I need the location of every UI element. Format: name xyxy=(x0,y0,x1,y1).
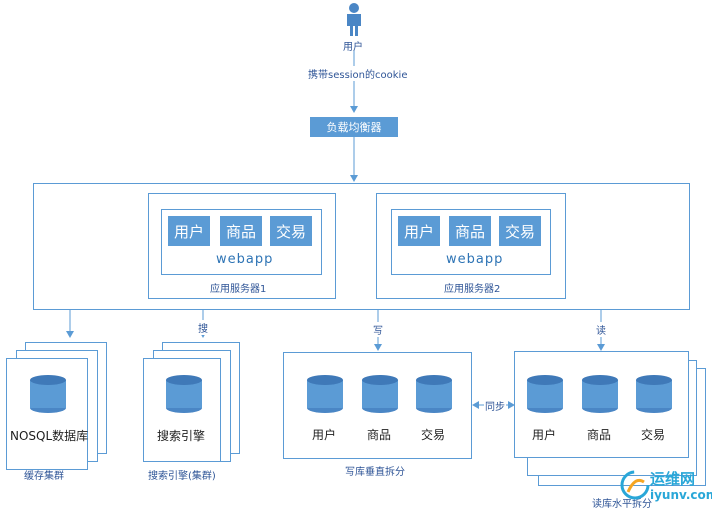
module-user-1: 用户 xyxy=(168,216,210,246)
read-db-caption: 读库水平拆分 xyxy=(592,499,652,510)
module-label: 商品 xyxy=(225,222,256,241)
read-db-user: 用户 xyxy=(532,428,557,442)
search-db-label: 搜索引擎 xyxy=(157,429,206,443)
sync-arrow-label: 同步 xyxy=(484,398,506,413)
module-trade-2: 交易 xyxy=(499,216,541,246)
webapp-label-1: webapp xyxy=(216,252,274,267)
load-balancer-label: 负载均衡器 xyxy=(326,121,382,134)
database-icon xyxy=(416,375,452,413)
load-balancer: 负载均衡器 xyxy=(310,117,398,137)
app-cluster xyxy=(33,183,690,310)
write-db-product: 商品 xyxy=(367,428,392,442)
database-icon xyxy=(307,375,343,413)
watermark-logo-icon xyxy=(620,470,650,500)
database-icon xyxy=(527,375,563,413)
module-user-2: 用户 xyxy=(398,216,440,246)
user-label: 用户 xyxy=(343,42,363,53)
watermark-en: iyunv.com xyxy=(650,488,712,502)
search-cluster-caption: 搜索引擎(集群) xyxy=(148,471,216,482)
search-arrow-label: 搜 xyxy=(198,320,208,335)
database-icon xyxy=(166,375,202,413)
write-db-user: 用户 xyxy=(312,428,337,442)
database-icon xyxy=(362,375,398,413)
module-label: 用户 xyxy=(403,222,434,241)
cookie-label: 携带session的cookie xyxy=(308,66,408,81)
module-product-1: 商品 xyxy=(220,216,262,246)
database-icon xyxy=(30,375,66,413)
cache-cluster-caption: 缓存集群 xyxy=(24,471,64,482)
module-product-2: 商品 xyxy=(449,216,491,246)
write-db-caption: 写库垂直拆分 xyxy=(345,467,405,478)
watermark: 运维网 iyunv.com xyxy=(618,464,712,510)
app-server-2-caption: 应用服务器2 xyxy=(444,284,501,295)
user-icon xyxy=(347,3,361,36)
read-db-trade: 交易 xyxy=(641,428,666,442)
app-server-1-caption: 应用服务器1 xyxy=(210,284,267,295)
module-label: 商品 xyxy=(454,222,485,241)
module-trade-1: 交易 xyxy=(270,216,312,246)
module-label: 交易 xyxy=(275,222,306,241)
read-arrow-label: 读 xyxy=(596,322,606,337)
database-icon xyxy=(636,375,672,413)
watermark-cn: 运维网 xyxy=(650,470,696,488)
write-arrow-label: 写 xyxy=(373,322,383,337)
read-db-product: 商品 xyxy=(587,428,612,442)
database-icon xyxy=(582,375,618,413)
module-label: 交易 xyxy=(504,222,535,241)
webapp-label-2: webapp xyxy=(446,252,504,267)
module-label: 用户 xyxy=(173,222,204,241)
cache-db-label: NOSQL数据库 xyxy=(10,429,89,443)
write-db-trade: 交易 xyxy=(421,428,446,442)
